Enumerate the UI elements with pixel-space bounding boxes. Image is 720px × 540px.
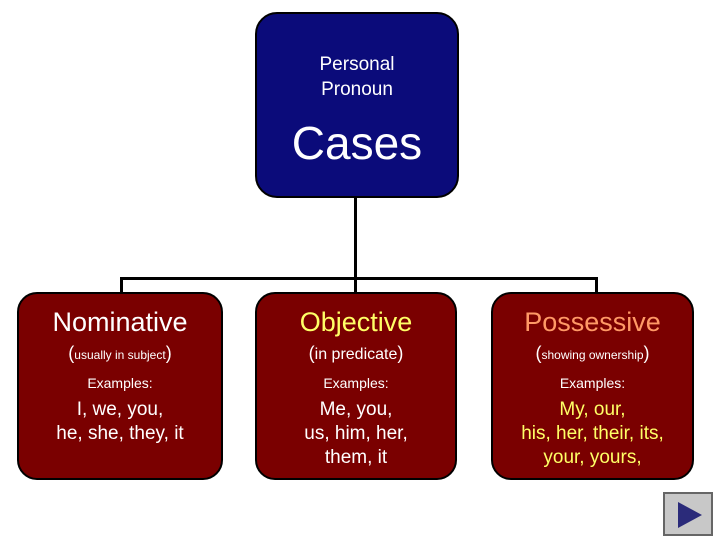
connector-horizontal — [120, 277, 598, 280]
case-title: Possessive — [524, 307, 661, 337]
connector-left — [120, 277, 123, 293]
connector-right — [595, 277, 598, 293]
examples-label: Examples: — [87, 375, 153, 391]
case-description: (in predicate) — [308, 343, 404, 363]
root-subtitle: Personal Pronoun — [319, 54, 395, 100]
case-card-objective: Objective (in predicate) Examples: Me, y… — [255, 292, 457, 480]
connector-trunk — [354, 198, 357, 278]
examples-label: Examples: — [559, 375, 626, 391]
case-examples: I, we, you, he, she, they, it — [56, 399, 184, 444]
case-card-nominative: Nominative (usually in subject) Examples… — [17, 292, 223, 480]
examples-label: Examples: — [323, 375, 389, 391]
case-title: Nominative — [52, 307, 188, 337]
case-examples: My, our, his, her, their, its, your, you… — [521, 399, 664, 468]
play-next-icon — [678, 502, 702, 528]
case-description: (usually in subject) — [68, 343, 172, 363]
next-slide-button[interactable] — [663, 492, 713, 536]
root-node-personal-pronoun-cases: Personal Pronoun Cases — [255, 12, 459, 198]
case-description: (showing ownership) — [535, 343, 650, 363]
case-examples: Me, you, us, him, her, them, it — [304, 399, 408, 468]
case-title: Objective — [299, 307, 413, 337]
case-card-possessive: Possessive (showing ownership) Examples:… — [491, 292, 694, 480]
connector-middle — [354, 277, 357, 293]
root-title: Cases — [291, 117, 423, 169]
